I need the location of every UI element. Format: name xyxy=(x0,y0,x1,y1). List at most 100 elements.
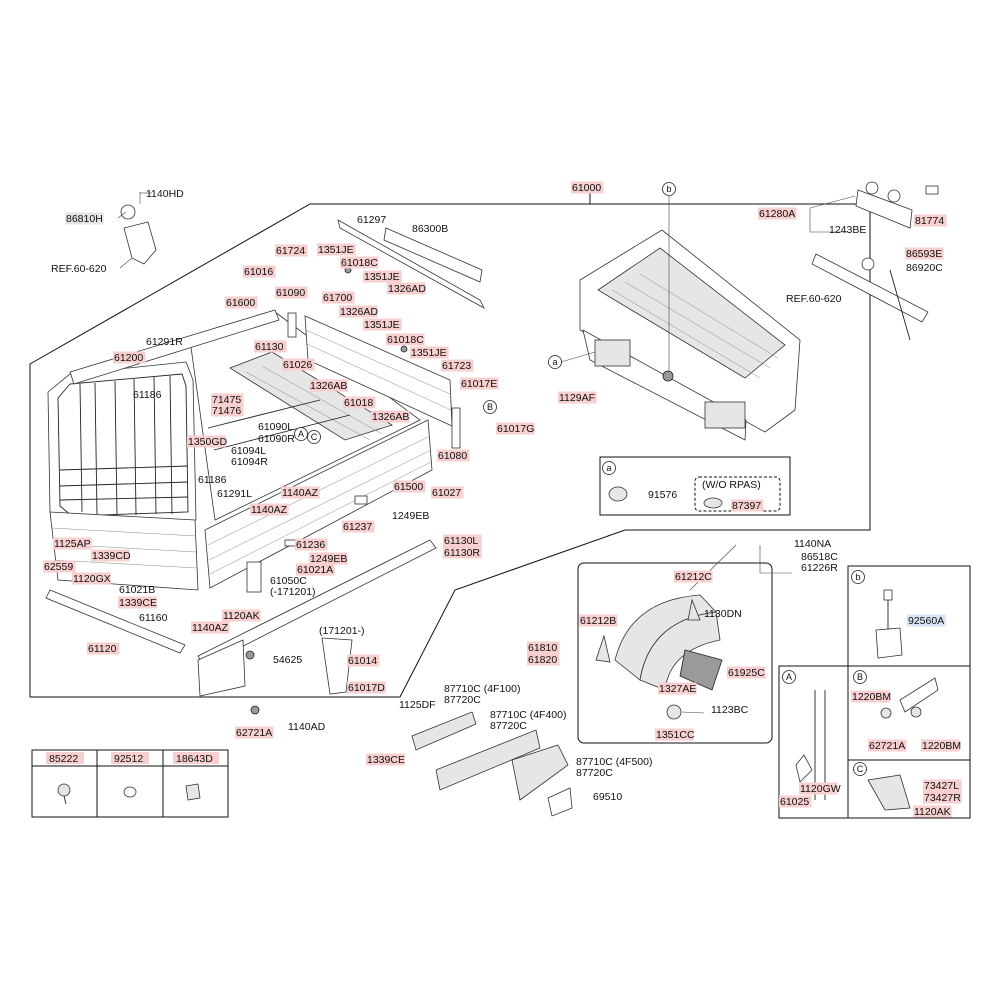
part-label: 61094L xyxy=(231,445,266,457)
part-number-text: 61723 xyxy=(442,360,471,372)
part-label: 71475 xyxy=(211,393,244,406)
part-number-text: 71475 xyxy=(212,394,241,406)
part-number-text: 61090 xyxy=(276,287,305,299)
part-label: 87720C xyxy=(444,694,481,706)
part-label: 1120AK xyxy=(222,609,261,622)
part-number-text: 1249EB xyxy=(392,510,429,522)
part-label: 92560A xyxy=(907,614,946,627)
part-label: 61021A xyxy=(296,563,335,576)
label-highlight xyxy=(366,753,405,766)
label-highlight xyxy=(118,596,157,609)
label-highlight xyxy=(799,782,838,795)
part-label: 1326AD xyxy=(339,305,378,318)
label-highlight xyxy=(187,435,226,448)
circle-ref-letter: B xyxy=(857,672,863,682)
part-number-text: 81774 xyxy=(915,215,944,227)
label-highlight xyxy=(72,572,111,585)
part-label: 61130R xyxy=(443,546,482,559)
part-number-text: 61014 xyxy=(348,655,377,667)
part-label: 1220BM xyxy=(851,690,891,703)
part-number-text: 61212B xyxy=(580,615,616,627)
part-label: 1220BM xyxy=(921,739,961,752)
part-label: 1351JE xyxy=(410,346,449,359)
part-label: REF.60-620 xyxy=(786,293,842,305)
label-highlight xyxy=(225,296,258,309)
part-number-text: 61291L xyxy=(217,488,252,500)
circle-ref-letter: B xyxy=(487,402,493,412)
part-label: 61600 xyxy=(225,296,258,309)
table-code-2: 92512 xyxy=(114,753,143,765)
table-code-3: 18643D xyxy=(176,753,213,765)
part-number-text: 61160 xyxy=(139,612,168,624)
part-number-text: 87397 xyxy=(732,500,761,512)
part-label: 86920C xyxy=(906,262,943,274)
part-number-text: 54625 xyxy=(273,654,302,666)
part-label: 61025 xyxy=(779,795,812,808)
part-label: 61280A xyxy=(758,207,797,220)
label-highlight xyxy=(363,270,402,283)
part-label: 61291L xyxy=(217,488,252,500)
circle-ref-marker: b xyxy=(851,570,865,584)
label-highlight xyxy=(443,534,482,547)
label-highlight xyxy=(907,614,946,627)
label-highlight xyxy=(731,499,764,512)
part-label: 1326AB xyxy=(371,410,410,423)
part-label: 61090R xyxy=(258,433,295,445)
part-number-text: 73427R xyxy=(924,792,961,804)
part-number-text: 61018C xyxy=(341,257,378,269)
part-label: 1339CE xyxy=(366,753,405,766)
part-number-text: 1120AK xyxy=(914,806,951,818)
circle-ref-ring xyxy=(602,461,616,475)
part-label: 61186 xyxy=(198,474,227,486)
circle-ref-marker: a xyxy=(548,355,562,369)
label-highlight xyxy=(342,520,375,533)
circle-ref-ring xyxy=(782,670,796,684)
part-number-text: 61017G xyxy=(497,423,534,435)
part-number-text: (171201-) xyxy=(319,625,365,637)
part-label: 1351JE xyxy=(363,270,402,283)
part-number-text: 61120 xyxy=(88,643,117,655)
part-number-text: 1326AB xyxy=(372,411,409,423)
label-highlight xyxy=(923,791,962,804)
part-label: 61186 xyxy=(133,389,162,401)
part-number-text: 1339CD xyxy=(92,550,131,562)
part-label: 61018C xyxy=(340,256,379,269)
part-61280a xyxy=(855,181,939,229)
part-label: 87710C (4F100) xyxy=(444,683,520,695)
label-highlight xyxy=(363,318,402,331)
part-number-text: 1326AD xyxy=(388,283,426,295)
circle-ref-letter: A xyxy=(786,672,792,682)
circle-ref-ring xyxy=(294,427,308,441)
part-label: 1125DF xyxy=(399,699,436,711)
part-number-text: 1327AE xyxy=(659,683,696,695)
part-number-text: 61200 xyxy=(114,352,143,364)
part-label: 62559 xyxy=(43,560,76,573)
part-label: 87710C (4F400) xyxy=(490,709,566,721)
label-highlight xyxy=(437,449,470,462)
part-number-text: 1351JE xyxy=(364,271,400,283)
label-highlight xyxy=(282,358,315,371)
side-covers xyxy=(321,637,573,817)
part-label: 61925C xyxy=(727,666,766,679)
label-highlight xyxy=(913,805,952,818)
part-number-text: 61280A xyxy=(759,208,795,220)
label-highlight xyxy=(371,410,410,423)
detail-a-box xyxy=(599,456,791,516)
bed-overview xyxy=(560,196,801,441)
part-number-text: 61026 xyxy=(283,359,312,371)
label-highlight xyxy=(655,728,694,741)
part-label: 86593E xyxy=(905,247,944,260)
circle-ref-letter: a xyxy=(606,463,611,473)
label-highlight xyxy=(460,377,499,390)
part-number-text: 1140AD xyxy=(288,721,326,733)
part-label: 61700 xyxy=(322,291,355,304)
label-highlight xyxy=(309,552,348,565)
part-label: 61130L xyxy=(443,534,482,547)
part-number-text: 1125DF xyxy=(399,699,436,711)
part-number-text: 61600 xyxy=(226,297,255,309)
label-highlight xyxy=(393,480,426,493)
part-number-text: 1326AB xyxy=(310,380,347,392)
circle-ref-ring xyxy=(483,400,497,414)
label-highlight xyxy=(905,247,944,260)
